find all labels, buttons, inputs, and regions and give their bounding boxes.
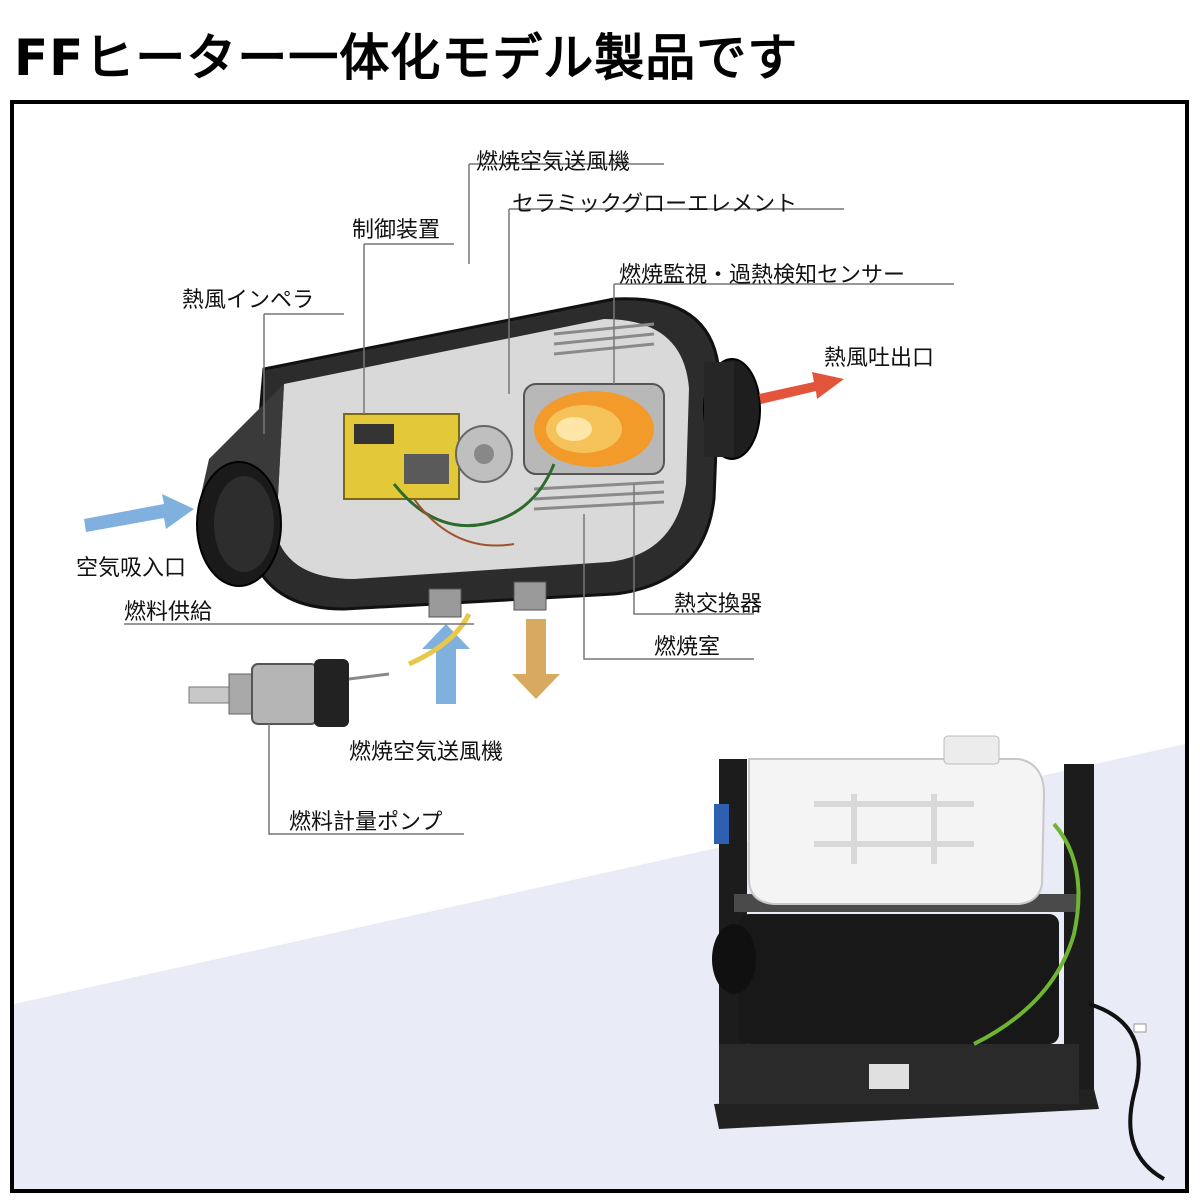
label-fuel-supply: 燃料供給 <box>124 600 213 625</box>
label-air-inlet: 空気吸入口 <box>76 556 187 581</box>
hot-air-outlet-arrow <box>759 372 844 404</box>
air-inlet-arrow <box>84 494 194 532</box>
fuel-metering-pump <box>188 659 390 727</box>
product-photo <box>712 735 1165 1181</box>
label-combustion-chamber: 燃焼室 <box>654 635 721 660</box>
page-title: FFヒーター一体化モデル製品です <box>14 29 799 87</box>
label-sensor: 燃焼監視・過熱検知センサー <box>619 263 906 288</box>
blower-up-arrow <box>422 624 470 704</box>
label-blower-top: 燃焼空気送風機 <box>476 150 631 175</box>
leader-lines <box>124 163 954 835</box>
label-impeller: 熱風インペラ <box>182 288 315 313</box>
exhaust-down-arrow <box>512 619 560 699</box>
label-glow-element: セラミックグローエレメント <box>512 192 798 217</box>
label-controller: 制御装置 <box>352 218 441 243</box>
label-hot-air-outlet: 熱風吐出口 <box>824 346 935 371</box>
label-heat-exchanger: 熱交換器 <box>674 592 763 617</box>
fuel-line <box>407 612 472 667</box>
label-metering-pump: 燃料計量ポンプ <box>289 810 443 835</box>
label-blower-bottom: 燃焼空気送風機 <box>349 740 504 765</box>
diagram-frame: 燃焼空気送風機 セラミックグローエレメント 制御装置 燃焼監視・過熱検知センサー… <box>10 100 1189 1193</box>
heater-cutaway <box>196 297 761 618</box>
integrated-heater-unit <box>712 735 1165 1181</box>
